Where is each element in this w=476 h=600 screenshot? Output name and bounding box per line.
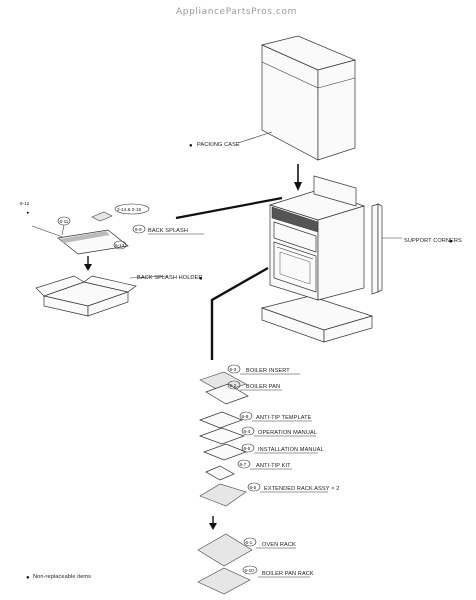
arrow-down-racks <box>209 516 217 530</box>
installation-manual-label: INSTALLATION MANUAL <box>258 447 324 453</box>
part-number-6-2: 6-2 <box>230 383 237 388</box>
boiler-insert-pan-drawing <box>199 371 249 405</box>
legend-bullet: ● <box>26 575 30 581</box>
part-marker-6-12: ▸ <box>27 210 30 216</box>
boiler-pan-label: BOILER PAN <box>246 384 280 390</box>
part-number-6-12: 6-12 <box>20 201 30 206</box>
part-number-6-3: 6-3 <box>230 367 237 372</box>
part-number-6-13: 6-13 <box>115 243 125 248</box>
support-corners-label: SUPPORT CORNERS <box>404 238 462 244</box>
arrow-range-to-backsplash <box>175 196 283 220</box>
watermark-text: AppliancePartsPros.com <box>176 7 297 17</box>
part-number-2-14-2-15: 2-14 & 2-15 <box>117 207 141 212</box>
part-number-6-4-circle <box>241 426 255 436</box>
part-number-6-8: 6-8 <box>242 414 249 419</box>
part-number-6-5: 6-5 <box>244 446 251 451</box>
part-number-6-10: 6-10 <box>245 568 255 573</box>
part-number-6-8-circle <box>239 411 253 421</box>
arrow-case-to-range <box>294 164 302 191</box>
anti-tip-template-drawing <box>199 411 243 429</box>
support-corners-bullet: ● <box>449 239 453 245</box>
legend-label: Non-replaceable items <box>33 574 91 580</box>
part-number-6-9: 6-9 <box>135 227 142 232</box>
arrow-down-backsplash <box>84 256 92 271</box>
boiler-pan-rack-drawing <box>197 567 251 595</box>
part-number-6-1: 6-1 <box>246 540 253 545</box>
extended-rack-label: EXTENDED RACK ASSY × 2 <box>264 486 339 492</box>
operation-manual-drawing <box>198 427 246 445</box>
part-number-6-1-circle <box>243 537 257 547</box>
back-splash-holder-bullet: ● <box>199 276 203 282</box>
support-corners-drawing <box>371 203 383 295</box>
oven-rack-drawing <box>197 533 253 567</box>
part-number-6-10-circle <box>242 565 258 575</box>
part-number-6-6: 6-6 <box>250 485 257 490</box>
part-number-6-5-circle <box>241 443 255 453</box>
anti-tip-kit-drawing <box>205 465 235 481</box>
packing-case-drawing <box>260 35 357 161</box>
installation-manual-drawing <box>203 443 247 461</box>
packing-case-bullet: ● <box>189 143 193 149</box>
part-number-6-9-circle <box>132 224 146 234</box>
arrow-range-to-accessories <box>210 266 269 360</box>
part-number-6-2-circle <box>227 380 241 390</box>
packing-case-label: PACKING CASE <box>197 142 240 148</box>
part-number-6-6-circle <box>247 482 261 492</box>
part-number-6-4: 6-4 <box>244 429 251 434</box>
part-number-2-14-circle <box>114 203 150 215</box>
part-2-14-drawing <box>91 211 113 222</box>
operation-manual-label: OPERATION MANUAL <box>258 430 317 436</box>
back-splash-holder-label: BACK SPLASH HOLDER <box>137 275 203 281</box>
boiler-insert-label: BOILER INSERT <box>246 368 290 374</box>
back-splash-holder-drawing <box>35 275 137 317</box>
part-number-6-13-circle <box>113 240 127 250</box>
anti-tip-template-label: ANTI-TIP TEMPLATE <box>256 415 312 421</box>
anti-tip-kit-label: ANTI-TIP KIT <box>256 463 291 469</box>
part-number-6-7-circle <box>237 459 251 469</box>
extended-rack-drawing <box>199 483 247 507</box>
part-number-6-3-circle <box>227 364 241 374</box>
packing-case-leader <box>237 131 273 144</box>
part-number-6-11: 6-11 <box>60 219 69 224</box>
part-number-6-7: 6-7 <box>240 462 247 467</box>
range-drawing <box>260 175 374 343</box>
back-splash-drawing <box>57 229 129 255</box>
boiler-pan-rack-label: BOILER PAN RACK <box>262 571 314 577</box>
oven-rack-label: OVEN RACK <box>262 542 296 548</box>
back-splash-label: BACK SPLASH <box>148 228 188 234</box>
